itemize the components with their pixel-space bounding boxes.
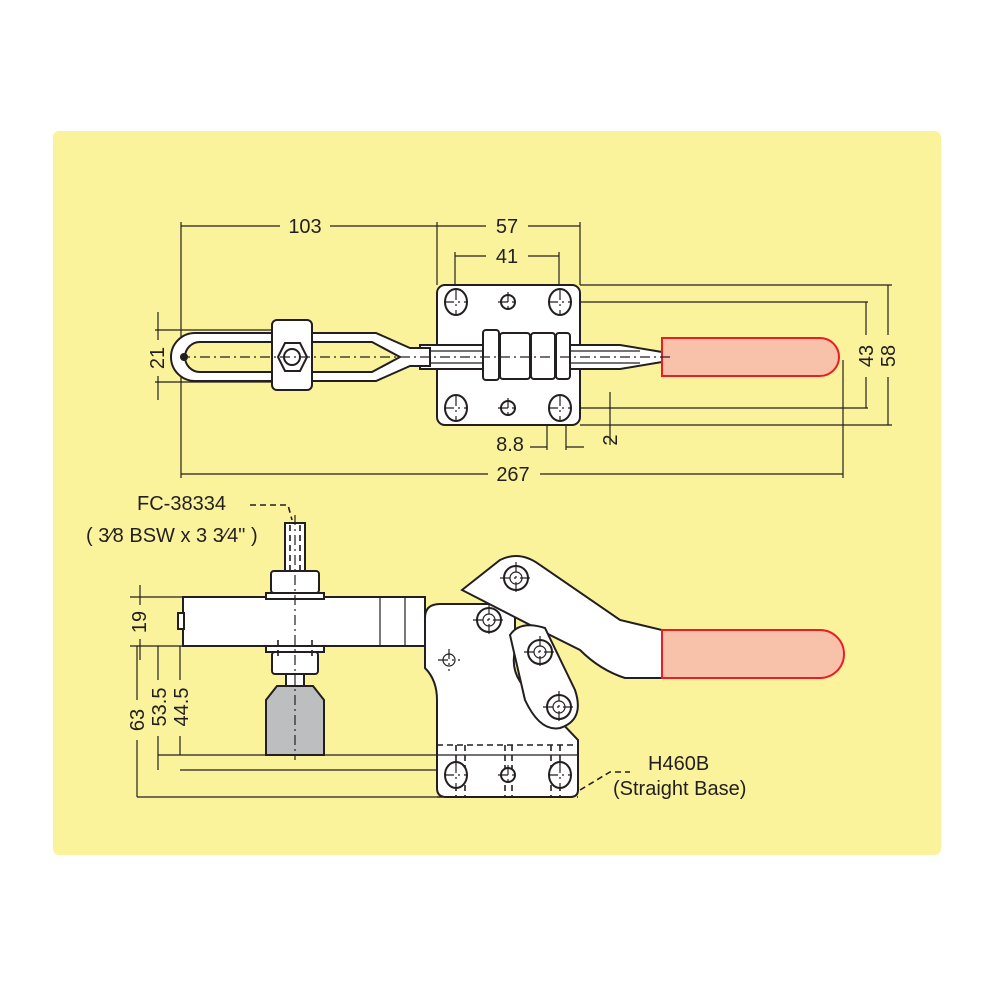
dim-43: 43 [856,345,878,367]
dim-2: 2 [600,434,622,445]
spindle-spec: ( 3⁄8 BSW x 3 3⁄4" ) [86,525,258,547]
side-dimension-labels: 19 63 53.5 44.5 [125,605,193,740]
dim-8-8: 8.8 [496,434,524,456]
top-dimension-labels: 103 57 41 267 8.8 2 43 58 21 [145,212,900,486]
spindle-part-number: FC-38334 [137,493,226,515]
dim-63: 63 [127,709,149,731]
handle-grip [661,337,840,377]
dim-21: 21 [147,347,169,369]
dim-53-5: 53.5 [149,688,171,727]
clamp-body [424,603,579,798]
dim-267: 267 [496,464,529,486]
dim-58: 58 [878,345,900,367]
spindle [265,515,325,760]
dim-103: 103 [288,216,321,238]
dim-44-5: 44.5 [171,688,193,727]
dim-19: 19 [129,611,151,633]
dim-41: 41 [496,246,518,268]
clamp-bar [182,596,426,647]
linkage-stack [482,329,571,381]
top-view: 103 57 41 267 8.8 2 43 58 21 [145,212,900,486]
side-handle-grip [661,629,845,679]
dim-57: 57 [496,216,518,238]
side-view: 19 63 53.5 44.5 FC-38334 ( 3⁄8 BSW x 3 3… [86,493,845,800]
base-type-label: (Straight Base) [613,778,746,800]
base-model-label: H460B [648,753,709,775]
